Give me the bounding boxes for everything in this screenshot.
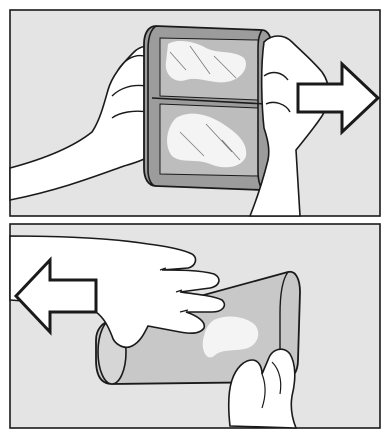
top-panel — [10, 10, 380, 216]
bottom-panel — [10, 224, 380, 428]
top-lint-filter — [144, 26, 272, 190]
